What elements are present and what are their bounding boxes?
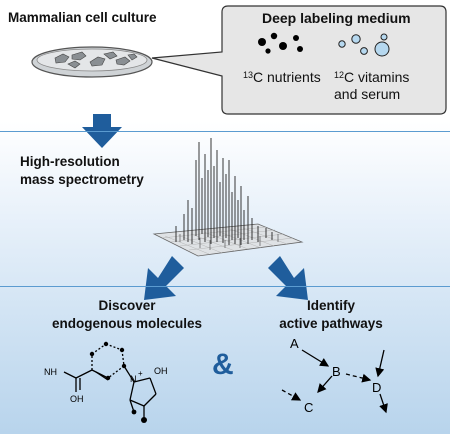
mass-spectrum-plot: [152, 138, 304, 257]
molecule-structure-icon: NH OH OH N +: [44, 341, 168, 423]
cell-culture-title: Mammalian cell culture: [8, 10, 157, 25]
vitamin-bubbles: [338, 33, 390, 57]
svg-text:D: D: [372, 380, 381, 395]
medium-callout-box: [151, 5, 447, 115]
nutrient-dots: [258, 32, 303, 54]
svg-text:A: A: [290, 336, 299, 351]
svg-text:OH: OH: [154, 366, 168, 376]
svg-text:N: N: [130, 374, 137, 384]
separator-2: [0, 286, 450, 287]
svg-text:OH: OH: [70, 394, 84, 404]
pathway-diagram: A B C D: [281, 336, 388, 415]
medium-title: Deep labeling medium: [262, 10, 411, 26]
down-right-arrow: [268, 256, 308, 300]
ampersand: &: [212, 348, 234, 381]
petri-dish-icon: [31, 46, 153, 78]
down-left-arrow: [144, 256, 184, 300]
stage1-graphics: [31, 5, 447, 115]
label-13c-nutrients: 13C nutrients: [243, 69, 321, 85]
svg-text:B: B: [332, 364, 341, 379]
svg-text:NH: NH: [44, 367, 57, 377]
svg-text:+: +: [138, 369, 143, 378]
svg-text:C: C: [304, 400, 313, 415]
separator-1: [0, 131, 450, 132]
